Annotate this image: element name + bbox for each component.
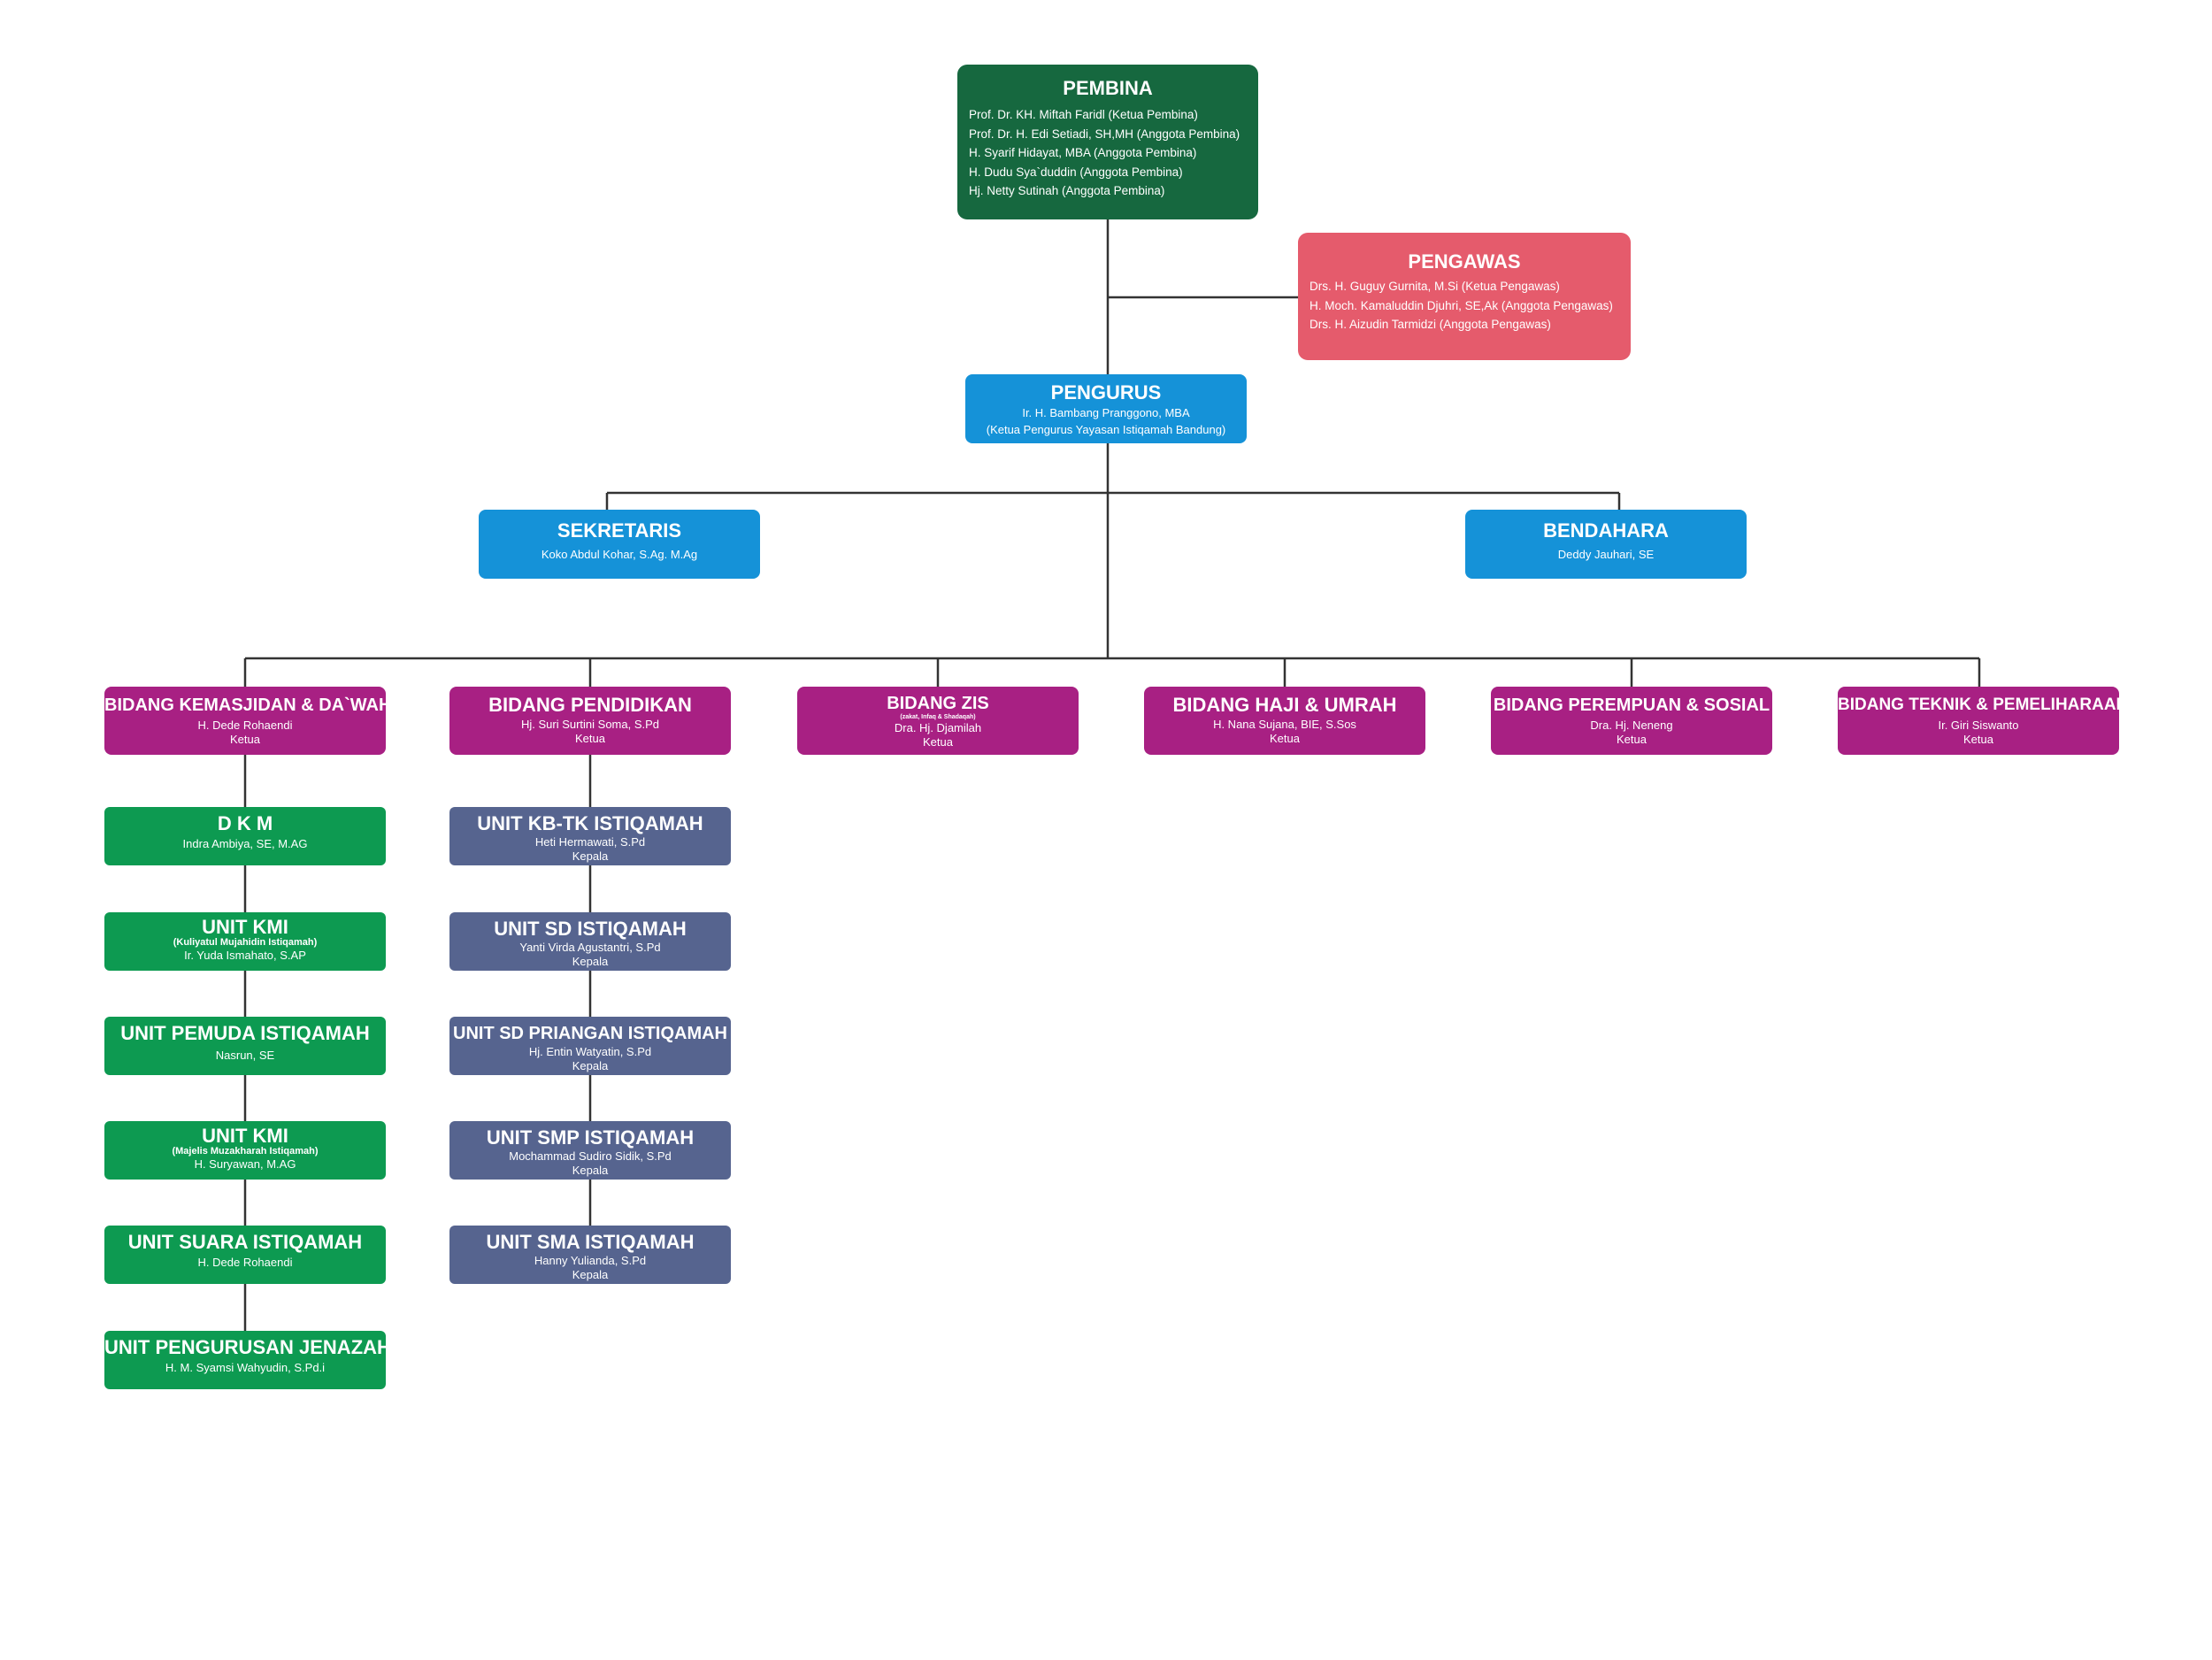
pembina-member: Prof. Dr. H. Edi Setiadi, SH,MH (Anggota… <box>969 127 1240 141</box>
pembina-member: H. Dudu Sya`duddin (Anggota Pembina) <box>969 165 1183 179</box>
bidang-title: BIDANG HAJI & UMRAH <box>1172 694 1397 716</box>
unit-title: UNIT SUARA ISTIQAMAH <box>127 1231 363 1253</box>
pembina-title: PEMBINA <box>1063 77 1153 99</box>
bidang-title: BIDANG KEMASJIDAN & DA`WAH <box>104 696 386 715</box>
pengurus-role: (Ketua Pengurus Yayasan Istiqamah Bandun… <box>986 423 1226 436</box>
unit-name: Hj. Entin Watyatin, S.Pd <box>528 1045 652 1058</box>
bidang-title: BIDANG PENDIDIKAN <box>488 694 692 716</box>
bidang-note: (zakat, Infaq & Shadaqah) <box>900 714 976 720</box>
pembina-member: H. Syarif Hidayat, MBA (Anggota Pembina) <box>969 146 1197 159</box>
unit-title: UNIT KMI <box>202 916 288 938</box>
unit-name: H. Suryawan, M.AG <box>194 1157 296 1171</box>
bidang-title: BIDANG PEREMPUAN & SOSIAL <box>1493 696 1770 715</box>
unit-kbtk-box: UNIT KB-TK ISTIQAMAH Heti Hermawati, S.P… <box>449 807 731 865</box>
bidang-name: Dra. Hj. Neneng <box>1590 719 1673 732</box>
bendahara-box: BENDAHARA Deddy Jauhari, SE <box>1465 510 1747 579</box>
bidang-name: Hj. Suri Surtini Soma, S.Pd <box>520 718 660 731</box>
unit-name: Hanny Yulianda, S.Pd <box>534 1254 647 1267</box>
pengurus-title: PENGURUS <box>1050 381 1162 403</box>
bidang-title: BIDANG ZIS <box>887 694 989 713</box>
unit-title: UNIT PENGURUSAN JENAZAH <box>104 1336 386 1358</box>
bidang-role: Ketua <box>923 735 953 749</box>
bidang-role: Ketua <box>230 733 260 746</box>
sekretaris-name: Koko Abdul Kohar, S.Ag. M.Ag <box>541 548 698 561</box>
unit-name: H. Dede Rohaendi <box>197 1256 293 1269</box>
unit-name: Ir. Yuda Ismahato, S.AP <box>184 949 306 962</box>
unit-dkm-box: D K M Indra Ambiya, SE, M.AG <box>104 807 386 865</box>
sekretaris-box: SEKRETARIS Koko Abdul Kohar, S.Ag. M.Ag <box>479 510 760 579</box>
unit-suara-box: UNIT SUARA ISTIQAMAH H. Dede Rohaendi <box>104 1226 386 1284</box>
bendahara-name: Deddy Jauhari, SE <box>1557 548 1655 561</box>
unit-name: Heti Hermawati, S.Pd <box>534 835 646 849</box>
unit-name: Indra Ambiya, SE, M.AG <box>182 837 308 850</box>
unit-pemuda-box: UNIT PEMUDA ISTIQAMAH Nasrun, SE <box>104 1017 386 1075</box>
bidang-role: Ketua <box>1963 733 1993 746</box>
unit-role: Kepala <box>572 849 609 863</box>
sekretaris-title: SEKRETARIS <box>557 519 682 542</box>
unit-role: Kepala <box>572 1164 609 1177</box>
unit-title: UNIT SD ISTIQAMAH <box>494 918 687 940</box>
unit-title: UNIT SMA ISTIQAMAH <box>486 1231 695 1253</box>
bidang-zis-box: BIDANG ZIS (zakat, Infaq & Shadaqah) Dra… <box>797 687 1079 755</box>
unit-kmi-kuliyatul-box: UNIT KMI (Kuliyatul Mujahidin Istiqamah)… <box>104 912 386 971</box>
unit-name: Mochammad Sudiro Sidik, S.Pd <box>509 1149 672 1163</box>
unit-title: UNIT KMI <box>202 1125 288 1147</box>
unit-sd-priangan-box: UNIT SD PRIANGAN ISTIQAMAH Hj. Entin Wat… <box>449 1017 731 1075</box>
unit-sma-box: UNIT SMA ISTIQAMAH Hanny Yulianda, S.Pd … <box>449 1226 731 1284</box>
unit-note: (Majelis Muzakharah Istiqamah) <box>172 1146 319 1157</box>
unit-role: Kepala <box>572 1059 609 1072</box>
bidang-teknik-box: BIDANG TEKNIK & PEMELIHARAAN Ir. Giri Si… <box>1838 687 2119 755</box>
pembina-box: PEMBINA Prof. Dr. KH. Miftah Faridl (Ket… <box>957 65 1258 219</box>
pengawas-member: Drs. H. Aizudin Tarmidzi (Anggota Pengaw… <box>1310 318 1551 331</box>
unit-kmi-majelis-box: UNIT KMI (Majelis Muzakharah Istiqamah) … <box>104 1121 386 1180</box>
pengawas-title: PENGAWAS <box>1408 250 1521 273</box>
bidang-role: Ketua <box>1617 733 1647 746</box>
pengurus-box: PENGURUS Ir. H. Bambang Pranggono, MBA (… <box>965 374 1247 443</box>
unit-title: UNIT SD PRIANGAN ISTIQAMAH <box>453 1024 727 1043</box>
unit-name: Nasrun, SE <box>215 1049 275 1062</box>
bidang-name: Dra. Hj. Djamilah <box>894 721 982 734</box>
bendahara-title: BENDAHARA <box>1543 519 1669 542</box>
bidang-name: H. Dede Rohaendi <box>197 719 293 732</box>
unit-name: Yanti Virda Agustantri, S.Pd <box>519 941 661 954</box>
unit-title: UNIT SMP ISTIQAMAH <box>486 1126 695 1149</box>
bidang-name: H. Nana Sujana, BIE, S.Sos <box>1213 718 1356 731</box>
unit-note: (Kuliyatul Mujahidin Istiqamah) <box>173 937 318 948</box>
unit-name: H. M. Syamsi Wahyudin, S.Pd.i <box>165 1361 326 1374</box>
pengurus-name: Ir. H. Bambang Pranggono, MBA <box>1022 406 1190 419</box>
bidang-role: Ketua <box>1270 732 1300 745</box>
bidang-kemasjidan-box: BIDANG KEMASJIDAN & DA`WAH H. Dede Rohae… <box>104 687 386 755</box>
unit-title: UNIT KB-TK ISTIQAMAH <box>477 812 703 834</box>
bidang-role: Ketua <box>575 732 605 745</box>
unit-jenazah-box: UNIT PENGURUSAN JENAZAH H. M. Syamsi Wah… <box>104 1331 386 1389</box>
bidang-pendidikan-box: BIDANG PENDIDIKAN Hj. Suri Surtini Soma,… <box>449 687 731 755</box>
unit-role: Kepala <box>572 955 609 968</box>
pengawas-box: PENGAWAS Drs. H. Guguy Gurnita, M.Si (Ke… <box>1298 233 1631 360</box>
pembina-member: Hj. Netty Sutinah (Anggota Pembina) <box>969 184 1165 197</box>
bidang-title: BIDANG TEKNIK & PEMELIHARAAN <box>1838 696 2119 714</box>
unit-role: Kepala <box>572 1268 609 1281</box>
pembina-member: Prof. Dr. KH. Miftah Faridl (Ketua Pembi… <box>969 108 1198 121</box>
unit-smp-box: UNIT SMP ISTIQAMAH Mochammad Sudiro Sidi… <box>449 1121 731 1180</box>
unit-title: D K M <box>217 812 273 834</box>
pengawas-member: H. Moch. Kamaluddin Djuhri, SE,Ak (Anggo… <box>1310 298 1613 312</box>
pengawas-member: Drs. H. Guguy Gurnita, M.Si (Ketua Penga… <box>1310 280 1560 293</box>
bidang-name: Ir. Giri Siswanto <box>1938 719 2019 732</box>
unit-sd-box: UNIT SD ISTIQAMAH Yanti Virda Agustantri… <box>449 912 731 971</box>
bidang-haji-box: BIDANG HAJI & UMRAH H. Nana Sujana, BIE,… <box>1144 687 1425 755</box>
bidang-perempuan-box: BIDANG PEREMPUAN & SOSIAL Dra. Hj. Nenen… <box>1491 687 1772 755</box>
unit-title: UNIT PEMUDA ISTIQAMAH <box>120 1022 370 1044</box>
